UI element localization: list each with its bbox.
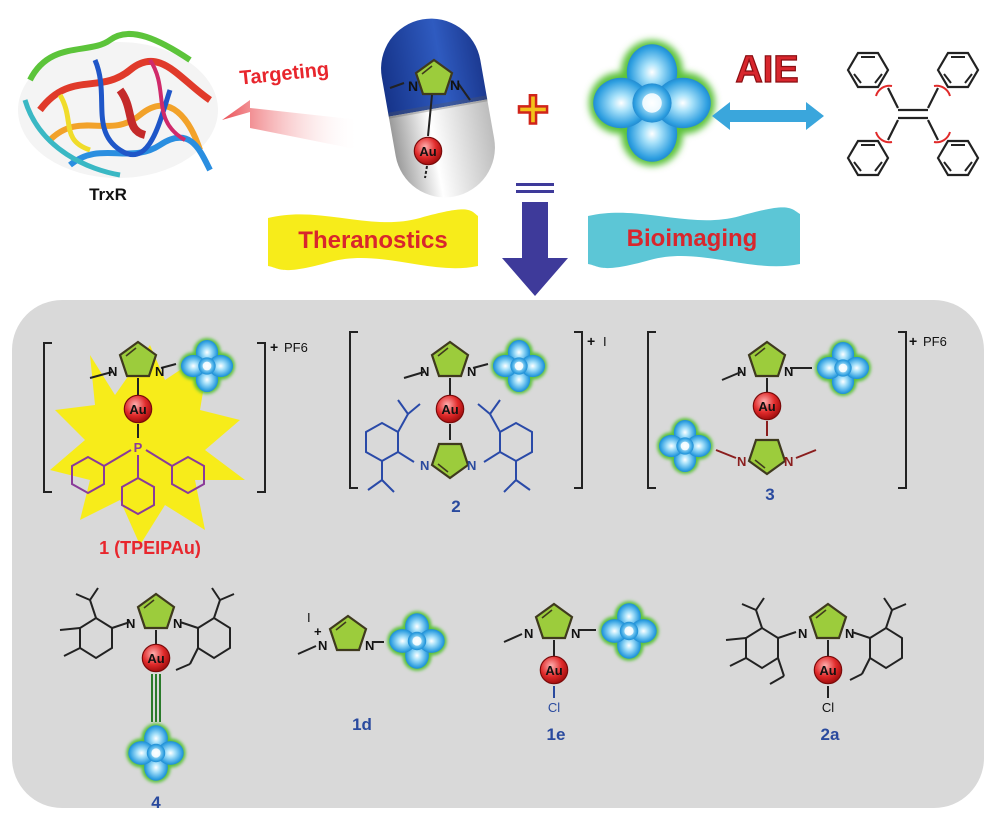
bioimaging-banner: [588, 207, 800, 269]
c2-n-lower-left: N: [420, 458, 429, 473]
c3-n-lower-right: N: [784, 454, 793, 469]
c4-n-right: N: [173, 616, 182, 631]
compound-1e: N N Au Cl 1e: [503, 601, 659, 744]
compound-3-counterion: PF6: [923, 334, 947, 349]
trxr-protein: [18, 30, 218, 178]
compound-1d-counterion: I: [307, 610, 311, 625]
c1-p: P: [134, 440, 143, 455]
c1-n-left: N: [108, 364, 117, 379]
compound-3-charge: +: [909, 333, 917, 349]
compound-1d-charge: +: [314, 624, 322, 639]
c2a-n-right: N: [845, 626, 854, 641]
compound-4: N N Au 4: [59, 587, 235, 812]
c2a-cl: Cl: [822, 700, 834, 715]
c2-n-lower-right: N: [467, 458, 476, 473]
c1e-n-left: N: [524, 626, 533, 641]
compound-1-counterion: PF6: [284, 340, 308, 355]
theranostics-label: Theranostics: [298, 227, 447, 254]
c3-n-lower-left: N: [737, 454, 746, 469]
compound-1e-label: 1e: [547, 725, 566, 744]
down-arrow: [502, 183, 568, 296]
c1e-n-right: N: [571, 626, 580, 641]
c2a-au: Au: [819, 663, 836, 678]
compound-2-charge: +: [587, 333, 595, 349]
c1d-n-right: N: [365, 638, 374, 653]
compound-2a: N N Au Cl 2a: [725, 597, 907, 744]
capsule-au-label: Au: [419, 144, 436, 159]
compound-2-label: 2: [451, 497, 460, 516]
c4-n-left: N: [126, 616, 135, 631]
theranostics-banner: [268, 209, 478, 271]
compound-4-label: 4: [151, 793, 161, 812]
c2-n-left: N: [420, 364, 429, 379]
capsule-n-left: N: [408, 78, 418, 94]
compound-2-counterion: I: [603, 334, 607, 349]
c3-n-right: N: [784, 364, 793, 379]
nhc-au-capsule: [381, 18, 495, 198]
bioimaging-label: Bioimaging: [627, 225, 758, 252]
c4-au: Au: [147, 651, 164, 666]
c1d-n-left: N: [318, 638, 327, 653]
capsule-molecule: N N Au: [389, 58, 471, 179]
targeting-arrow: [222, 100, 360, 150]
aie-luminogen-blob: [589, 40, 715, 166]
c2-au: Au: [441, 402, 458, 417]
capsule-n-right: N: [450, 77, 460, 93]
c1-au: Au: [129, 402, 146, 417]
compound-2: N N Au N N + I 2: [349, 331, 607, 516]
compound-3-label: 3: [765, 485, 774, 504]
aie-label: AIE: [735, 49, 798, 91]
targeting-label: Targeting: [239, 58, 330, 89]
c3-au: Au: [758, 399, 775, 414]
compound-1-label: 1 (TPEIPAu): [99, 538, 201, 558]
double-arrow: [712, 102, 824, 130]
c1e-au: Au: [545, 663, 562, 678]
compound-1-charge: +: [270, 339, 278, 355]
compound-1: N N Au P + PF6 1 (TPEIPAu): [43, 338, 308, 558]
compound-2a-label: 2a: [821, 725, 840, 744]
compound-panel: [12, 300, 984, 808]
compound-1d-label: 1d: [352, 715, 372, 734]
c2a-n-left: N: [798, 626, 807, 641]
c1-n-right: N: [155, 364, 164, 379]
tetraphenylethylene: [846, 51, 980, 177]
compound-1d: N N + I 1d: [297, 610, 447, 734]
plus-symbol: +: [517, 77, 550, 140]
c1e-cl: Cl: [548, 700, 560, 715]
compound-3: N N Au N N + PF6 3: [647, 331, 947, 504]
c3-n-left: N: [737, 364, 746, 379]
c2-n-right: N: [467, 364, 476, 379]
protein-label: TrxR: [89, 185, 127, 204]
